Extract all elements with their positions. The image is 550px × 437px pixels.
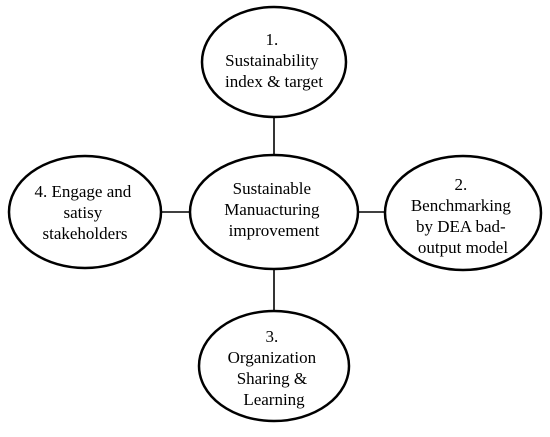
- node-organization-sharing: 3. Organization Sharing & Learning: [197, 309, 351, 423]
- node-engage-stakeholders-shape: [7, 154, 163, 270]
- node-benchmarking-line-1: 2.: [455, 175, 468, 194]
- center-node-label: Sustainable Manuacturing improvement: [224, 179, 324, 240]
- node-organization-sharing-line-2: Organization: [228, 348, 317, 367]
- center-node-shape: [188, 153, 360, 271]
- node-engage-stakeholders: 4. Engage and satisy stakeholders: [7, 154, 163, 270]
- node-sustainability-index: 1. Sustainability index & target: [200, 5, 348, 119]
- center-node: Sustainable Manuacturing improvement: [188, 153, 360, 271]
- center-node-line-3: improvement: [229, 221, 320, 240]
- node-sustainability-index-line-1: 1.: [266, 30, 279, 49]
- node-benchmarking-line-4: output model: [418, 238, 508, 257]
- node-organization-sharing-line-3: Sharing &: [237, 369, 307, 388]
- node-benchmarking-line-2: Benchmarking: [411, 196, 512, 215]
- node-sustainability-index-label: 1. Sustainability index & target: [225, 30, 323, 91]
- node-organization-sharing-label: 3. Organization Sharing & Learning: [228, 327, 321, 409]
- node-benchmarking-label: 2. Benchmarking by DEA bad- output model: [411, 175, 515, 257]
- node-engage-stakeholders-label: 4. Engage and satisy stakeholders: [34, 182, 135, 243]
- center-node-line-1: Sustainable: [233, 179, 311, 198]
- node-sustainability-index-line-2: Sustainability: [225, 51, 319, 70]
- node-sustainability-index-line-3: index & target: [225, 72, 323, 91]
- node-organization-sharing-line-1: 3.: [266, 327, 279, 346]
- node-organization-sharing-shape: [197, 309, 351, 423]
- node-organization-sharing-line-4: Learning: [243, 390, 305, 409]
- center-node-line-2: Manuacturing: [224, 200, 320, 219]
- node-benchmarking: 2. Benchmarking by DEA bad- output model: [383, 154, 543, 272]
- node-benchmarking-line-3: by DEA bad-: [416, 217, 506, 236]
- node-engage-stakeholders-line-1: 4. Engage and: [34, 182, 131, 201]
- node-benchmarking-shape: [383, 154, 543, 272]
- node-engage-stakeholders-line-3: stakeholders: [43, 224, 128, 243]
- node-engage-stakeholders-line-2: satisy: [64, 203, 103, 222]
- node-sustainability-index-shape: [200, 5, 348, 119]
